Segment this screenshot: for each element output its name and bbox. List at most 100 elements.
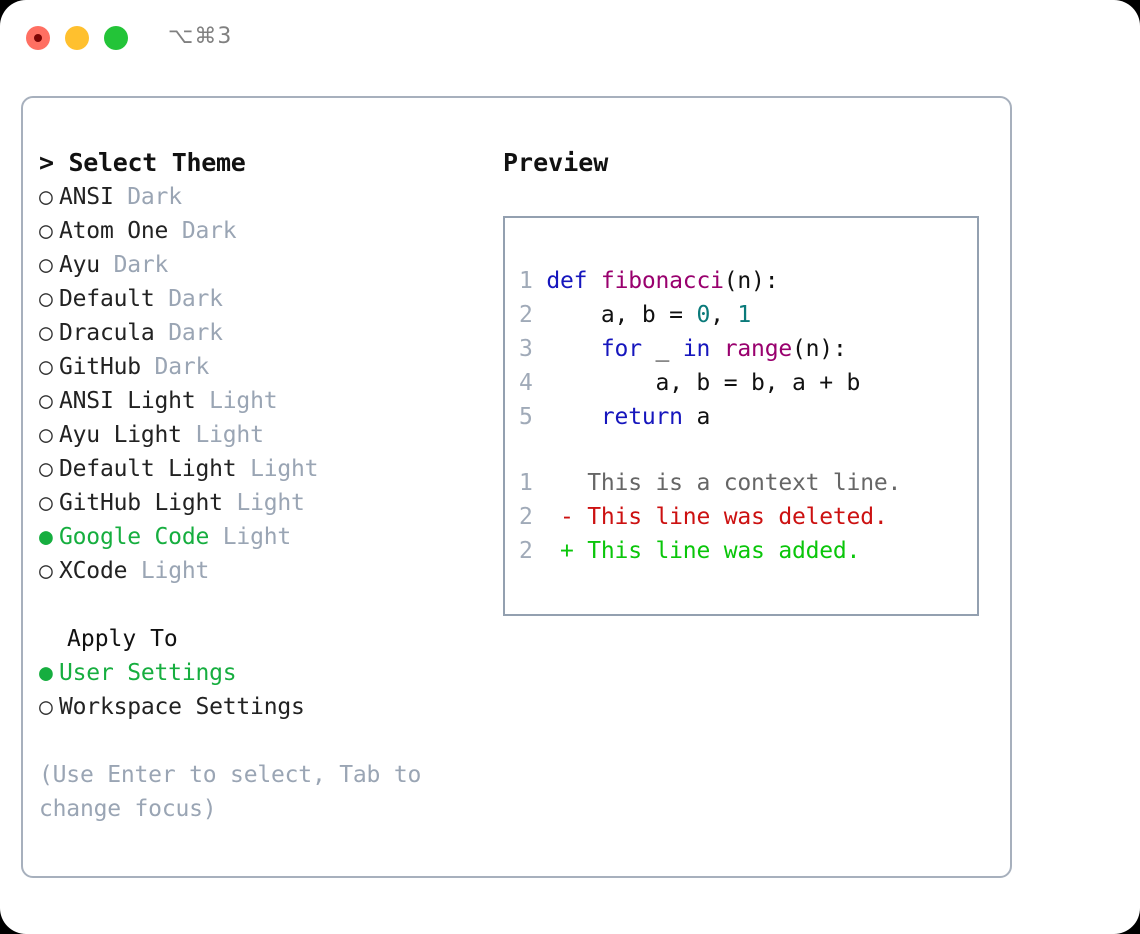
diff-line: 1 This is a context line. <box>519 466 901 500</box>
theme-list-item[interactable]: ○ANSI Dark <box>39 180 479 214</box>
code-token-plain <box>546 404 601 430</box>
gutter-gap <box>533 268 547 294</box>
apply-to-option[interactable]: ○Workspace Settings <box>39 690 479 724</box>
theme-variant-badge: Dark <box>168 320 223 346</box>
marker-gap <box>574 504 588 530</box>
radio-unselected-icon[interactable]: ○ <box>39 558 53 584</box>
spacer <box>39 588 479 622</box>
gap <box>155 286 169 312</box>
gap <box>100 252 114 278</box>
theme-name-label: Ayu Light <box>59 422 182 448</box>
theme-list-item[interactable]: ○Default Light Light <box>39 452 479 486</box>
radio-unselected-icon[interactable]: ○ <box>39 422 53 448</box>
theme-name-label: Atom One <box>59 218 169 244</box>
line-number: 2 <box>519 504 533 530</box>
theme-list-item[interactable]: ○GitHub Dark <box>39 350 479 384</box>
line-number: 4 <box>519 370 533 396</box>
theme-list-item[interactable]: ○Default Dark <box>39 282 479 316</box>
radio-unselected-icon[interactable]: ○ <box>39 252 53 278</box>
apply-to-option-label: User Settings <box>59 660 237 686</box>
radio-unselected-icon[interactable]: ○ <box>39 694 53 720</box>
theme-variant-badge: Light <box>222 524 292 550</box>
theme-list-item[interactable]: ○Ayu Dark <box>39 248 479 282</box>
code-token-plain: (n): <box>792 336 847 362</box>
theme-variant-badge: Dark <box>113 252 169 278</box>
radio-unselected-icon[interactable]: ○ <box>39 456 53 482</box>
diff-sample: 1 This is a context line.2 - This line w… <box>519 466 901 568</box>
code-token-kw: def <box>546 268 588 294</box>
diff-line: 2 - This line was deleted. <box>519 500 901 534</box>
theme-variant-badge: Light <box>195 422 264 448</box>
theme-name-label: ANSI Light <box>59 388 196 414</box>
marker-gap <box>574 538 588 564</box>
gap <box>168 218 182 244</box>
radio-unselected-icon[interactable]: ○ <box>39 320 53 346</box>
code-token-plain: a, b = <box>546 302 697 328</box>
gutter-gap <box>533 336 547 362</box>
theme-list-item[interactable]: ○ANSI Light Light <box>39 384 479 418</box>
radio-unselected-icon[interactable]: ○ <box>39 388 53 414</box>
gutter-gap <box>533 404 547 430</box>
radio-unselected-icon[interactable]: ○ <box>39 218 53 244</box>
theme-variant-badge: Light <box>236 490 305 516</box>
code-token-fn: range <box>723 336 793 362</box>
gap <box>127 558 141 584</box>
close-window-button[interactable] <box>26 26 50 50</box>
title-bar: ⌥⌘3 <box>0 0 1140 78</box>
prompt-caret: > <box>39 148 69 177</box>
gap <box>114 184 128 210</box>
preview-heading: Preview <box>503 148 609 177</box>
theme-name-label: ANSI <box>59 184 114 210</box>
radio-unselected-icon[interactable]: ○ <box>39 490 53 516</box>
maximize-window-button[interactable] <box>104 26 128 50</box>
code-token-plain <box>587 268 601 294</box>
code-token-plain: a, b = b, a + b <box>546 370 861 396</box>
theme-list-item[interactable]: ○XCode Light <box>39 554 479 588</box>
code-token-plain: _ <box>641 336 683 362</box>
gap <box>141 354 155 380</box>
radio-selected-icon[interactable]: ● <box>39 660 53 686</box>
theme-list: ○ANSI Dark○Atom One Dark○Ayu Dark○Defaul… <box>39 180 479 588</box>
theme-name-label: Default Light <box>59 456 237 482</box>
theme-name-label: GitHub Light <box>59 490 223 516</box>
gap <box>223 490 237 516</box>
code-token-plain <box>546 336 601 362</box>
main-panel: > Select Theme ○ANSI Dark○Atom One Dark○… <box>21 96 1012 878</box>
gutter-gap <box>533 370 547 396</box>
theme-variant-badge: Dark <box>154 354 210 380</box>
theme-list-item[interactable]: ○Ayu Light Light <box>39 418 479 452</box>
code-line: 5 return a <box>519 400 860 434</box>
theme-list-item[interactable]: ○Atom One Dark <box>39 214 479 248</box>
theme-name-label: XCode <box>59 558 128 584</box>
theme-list-item[interactable]: ●Google Code Light <box>39 520 479 554</box>
radio-unselected-icon[interactable]: ○ <box>39 354 53 380</box>
spacer <box>39 724 479 758</box>
gutter-gap <box>533 470 560 496</box>
theme-list-item[interactable]: ○Dracula Dark <box>39 316 479 350</box>
diff-text: This line was added. <box>587 538 861 564</box>
radio-unselected-icon[interactable]: ○ <box>39 184 53 210</box>
code-token-kw: return <box>600 404 683 430</box>
apply-to-option[interactable]: ●User Settings <box>39 656 479 690</box>
code-line: 3 for _ in range(n): <box>519 332 860 366</box>
line-number: 2 <box>519 538 533 564</box>
select-theme-heading: > Select Theme <box>39 146 479 180</box>
theme-list-item[interactable]: ○GitHub Light Light <box>39 486 479 520</box>
code-line: 1 def fibonacci(n): <box>519 264 860 298</box>
code-token-plain <box>710 336 724 362</box>
preview-column: Preview 1 def fibonacci(n):2 a, b = 0, 1… <box>503 146 993 616</box>
keyboard-shortcut-label: ⌥⌘3 <box>168 24 233 49</box>
theme-variant-badge: Dark <box>168 286 223 312</box>
radio-selected-icon[interactable]: ● <box>39 524 53 550</box>
code-line: 2 a, b = 0, 1 <box>519 298 860 332</box>
minimize-window-button[interactable] <box>65 26 89 50</box>
code-token-kw: for <box>600 336 642 362</box>
code-token-plain: a <box>682 404 711 430</box>
select-theme-label: Select Theme <box>68 148 246 177</box>
gap <box>209 524 223 550</box>
code-token-kw: in <box>682 336 711 362</box>
radio-unselected-icon[interactable]: ○ <box>39 286 53 312</box>
diff-text: This is a context line. <box>587 470 902 496</box>
theme-name-label: Default <box>59 286 155 312</box>
line-number: 1 <box>519 268 533 294</box>
